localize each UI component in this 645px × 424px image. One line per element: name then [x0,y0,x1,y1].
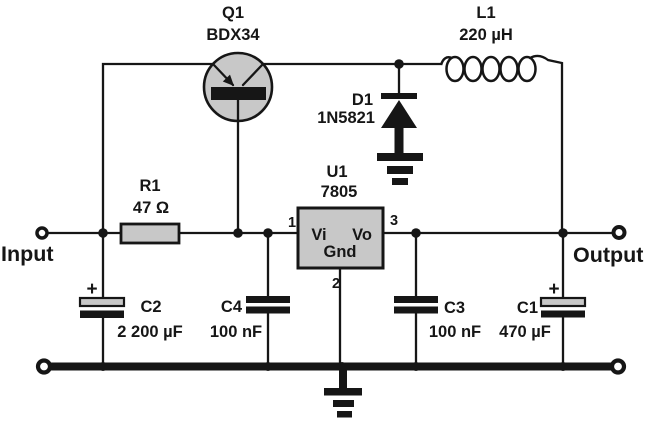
ground-stem [339,366,347,390]
wire-right-riser [528,54,564,235]
input-terminal-icon [35,226,49,240]
ground-icon [377,153,423,185]
u1-pin1-label: 1 [288,215,296,231]
c4-value-label: 100 nF [210,323,262,341]
junction-dot [394,59,404,69]
q1-value-label: BDX34 [206,26,260,44]
d1-ref-label: D1 [352,91,373,109]
u1-port-gnd-label: Gnd [324,243,357,261]
junction-dot [558,362,568,371]
ground-bar-3 [337,411,352,418]
junction-dot [337,362,347,371]
junction-dot [98,362,108,371]
junction-dot [558,228,568,238]
d1-value-label: 1N5821 [317,109,375,127]
ground-terminal-left-icon [35,358,53,375]
collector-lead [241,62,265,87]
c3-value-label: 100 nF [429,323,481,341]
junction-dot [263,362,273,371]
wire-input-riser [101,62,215,235]
coil-turn [463,55,483,83]
coil-turn [481,55,501,83]
inductor-l1: L1 220 µH [439,4,537,83]
junction-dot [411,228,421,238]
junction-dot [263,228,273,238]
l1-value-label: 220 µH [459,26,513,44]
c2-polarity-label: + [86,279,97,300]
cap-plate-positive [539,296,587,308]
diode-anode-stem [394,126,404,154]
ground-bar-2 [333,400,354,407]
c3-ref-label: C3 [444,299,465,317]
input-label: Input [1,242,54,266]
cap-plate-negative [541,310,585,318]
cap-plate-bottom [246,306,290,314]
terminals: Input Output [1,225,643,375]
junction-dot [98,228,108,238]
r1-ref-label: R1 [139,177,160,195]
diode-triangle [381,100,417,128]
c1-ref-label: C1 [517,299,538,317]
diode-d1: D1 1N5821 [317,91,423,185]
q1-ref-label: Q1 [222,4,244,22]
junction-dots [98,59,568,371]
emitter-arrow-icon [222,74,234,86]
cap-plate-negative [80,310,124,318]
output-terminal-icon [611,225,627,240]
u1-port-vo-label: Vo [352,226,372,244]
resistor-body [119,222,181,245]
ground-bar-1 [324,388,362,396]
regulator-u1: Vi Vo Gnd 1 3 2 U1 7805 [288,163,398,292]
cap-plate-top [394,296,438,303]
resistor-r1: R1 47 Ω [119,177,181,245]
transistor-q1: Q1 BDX34 [202,4,274,235]
output-label: Output [573,243,643,267]
diode-cathode-bar [381,93,417,99]
coil-turn [445,55,465,83]
cap-plate-positive [78,296,126,308]
capacitor-c1: + C1 470 µF [499,279,587,341]
coil-turn [517,55,537,83]
u1-ref-label: U1 [326,163,347,181]
capacitor-c4: C4 100 nF [210,296,290,341]
ground-icon [324,366,362,418]
capacitor-c3: C3 100 nF [394,296,481,341]
ground-bar-2 [387,166,413,174]
junction-dot [411,362,421,371]
u1-port-vi-label: Vi [311,226,326,244]
ground-bar-3 [392,178,408,185]
u1-pin3-label: 3 [390,213,398,229]
regulator-body [296,206,385,270]
u1-value-label: 7805 [321,183,358,201]
wire-network [46,54,616,371]
cap-plate-top [246,296,290,303]
coil-turn [499,55,519,83]
u1-pin2-label: 2 [332,276,340,292]
l1-ref-label: L1 [476,4,495,22]
base-bar [211,87,266,100]
c2-ref-label: C2 [140,298,161,316]
c1-value-label: 470 µF [499,323,551,341]
capacitor-c2: + C2 2 200 µF [78,279,183,341]
c4-ref-label: C4 [221,298,243,316]
c1-polarity-label: + [548,279,559,300]
ground-bar-1 [377,153,423,161]
cap-plate-bottom [394,306,438,314]
ground-terminal-right-icon [609,358,627,375]
junction-dot [233,228,243,238]
c2-value-label: 2 200 µF [117,323,182,341]
r1-value-label: 47 Ω [133,199,169,217]
